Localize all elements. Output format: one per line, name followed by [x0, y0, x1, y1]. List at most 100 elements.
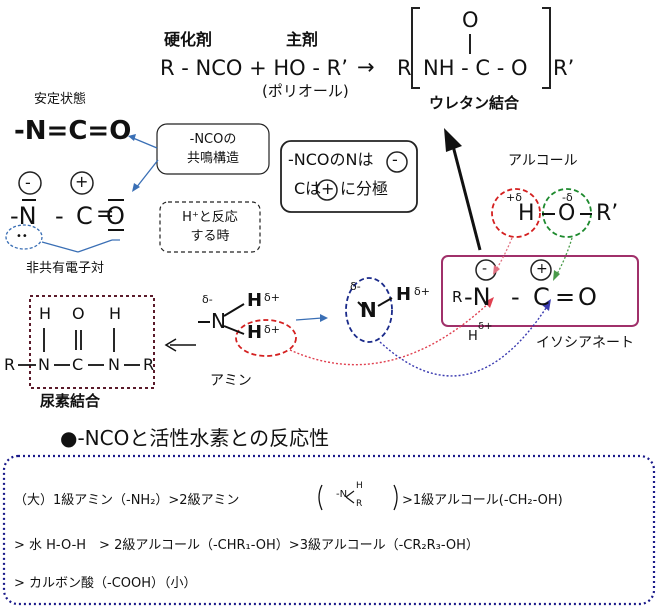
urea-box [29, 295, 155, 389]
reactivity-sec-amine-h: H [356, 481, 363, 491]
resonance-box-frame [156, 123, 270, 175]
equation-arrow: → [357, 55, 375, 79]
urea-o: O [72, 304, 85, 323]
amine-delta-minus: δ- [202, 293, 213, 306]
amine2-h-delta: δ+ [414, 285, 430, 298]
isocyanate-box [441, 255, 639, 327]
amine2-r-n-bond [357, 301, 365, 309]
urea-n2: N [108, 355, 120, 374]
alcohol-h-circle [491, 188, 541, 238]
polarization-minus: - [392, 150, 398, 169]
alcohol-label: アルコール [508, 153, 578, 169]
resonance-box: -NCOの 共鳴構造 [157, 130, 269, 168]
amine-h2-delta: δ+ [264, 323, 280, 336]
stable-formula: -N=C=O [14, 116, 132, 146]
alcohol-h: H [518, 201, 535, 226]
arrow-to-resonance [135, 159, 159, 189]
polarization-line2b: に分極 [340, 179, 389, 198]
amine-n: N [211, 309, 226, 333]
lone-pair-leader-2 [77, 239, 113, 253]
reaction-box-line1: H⁺と反応 [182, 210, 238, 225]
arrow-to-resonance-head [132, 183, 140, 192]
amine-n-to-c-arrow-head [542, 299, 551, 311]
stable-state-label: 安定状態 [34, 92, 87, 107]
urethane-bond-label: ウレタン結合 [429, 94, 520, 112]
resonance-box-line1: -NCOの [189, 132, 237, 147]
alcohol-delta-plus: +δ [506, 191, 522, 204]
amine-label: アミン [210, 373, 252, 389]
urethane-r: R [397, 56, 412, 80]
amine2-n-circle [345, 277, 393, 343]
resonance-c: C [76, 202, 93, 230]
amine-n-h2-bond [223, 325, 245, 335]
amine-h2: H [247, 322, 263, 343]
reaction-box-frame [159, 201, 261, 253]
iso-label: イソシアネート [536, 335, 634, 351]
resonance-eq: = [96, 202, 115, 227]
amine2-n-h-bond [377, 297, 393, 307]
resonance-minus-circle [18, 171, 42, 195]
urea-r2: R [143, 355, 155, 374]
polar-plus-circle [316, 179, 338, 201]
reactivity-row-3: > カルボン酸（-COOH）（小） [14, 576, 197, 591]
iso-minus: - [482, 261, 488, 277]
amine-h-to-n-arrow-head [484, 297, 494, 308]
reaction-arrow-up-head [444, 128, 462, 152]
amine2-delta-minus: δ- [350, 280, 361, 293]
amine-shift-arrow [295, 317, 323, 321]
lone-pair-dots: •• [16, 231, 28, 242]
alcohol-o-arrow-head [553, 270, 560, 281]
amine-n-to-c-arrow [379, 304, 549, 377]
resonance-o: O [106, 202, 125, 230]
polarization-line1: -NCOのNは [288, 150, 374, 169]
iso-o: O [578, 283, 597, 311]
iso-r: R [452, 288, 463, 306]
lone-pair-ellipse [5, 224, 43, 250]
urethane-rprime: R’ [553, 56, 575, 80]
reaction-arrow-up [450, 141, 482, 251]
amine-to-urea-arrow-head [164, 338, 177, 352]
polar-minus-circle [386, 151, 408, 173]
alcohol-o: O [558, 201, 576, 226]
urea-r1: R [4, 355, 16, 374]
iso-h: H [468, 329, 478, 344]
urea-n1: N [38, 355, 50, 374]
main-agent-label: 主剤 [286, 30, 319, 49]
iso-eq: = [555, 283, 576, 311]
resonance-n: -N [10, 202, 37, 230]
iso-h-delta: δ+ [478, 321, 493, 332]
resonance-minus: - [25, 173, 31, 192]
urethane-bracket-right [542, 7, 551, 89]
iso-plus: + [536, 261, 548, 277]
reactivity-sec-amine-r: R [356, 499, 363, 509]
urethane-bracket-left [411, 7, 420, 89]
reaction-box: H⁺と反応 する時 [160, 208, 260, 246]
iso-plus-circle [530, 259, 552, 281]
urea-label: 尿素結合 [40, 392, 101, 410]
reactivity-row-1b: >1級アルコール(-CH₂-OH) [402, 493, 563, 508]
sec-amine-n-r [345, 496, 355, 504]
polarization-line2a: Cは [294, 179, 322, 198]
urea-c: C [72, 355, 84, 374]
iso-dash: - [511, 283, 520, 311]
urethane-core: NH - C - O [423, 56, 528, 80]
reactivity-row-2: > 水 H-O-H > 2級アルコール（-CHR₁-OH）>3級アルコール（-C… [14, 538, 479, 553]
resonance-plus: + [75, 172, 89, 191]
alcohol-delta-minus: -δ [562, 191, 573, 204]
sec-amine-n-h [345, 490, 355, 498]
amine2-h: H [396, 284, 412, 305]
arrow-to-stable-head [128, 134, 136, 141]
resonance-box-line2: 共鳴構造 [186, 151, 239, 166]
alcohol-h-arrow-head [493, 265, 500, 275]
iso-c: C [533, 283, 550, 311]
urea-h1: H [39, 304, 52, 323]
lone-pair-leader [41, 241, 79, 253]
hardener-label: 硬化剤 [164, 30, 213, 49]
polyol-label: (ポリオール) [262, 82, 349, 100]
reactivity-title: ●-NCOと活性水素との反応性 [60, 426, 330, 450]
polarization-plus: + [321, 179, 335, 198]
amine-n-h1-bond [223, 303, 245, 317]
polarization-box-frame [280, 140, 418, 213]
